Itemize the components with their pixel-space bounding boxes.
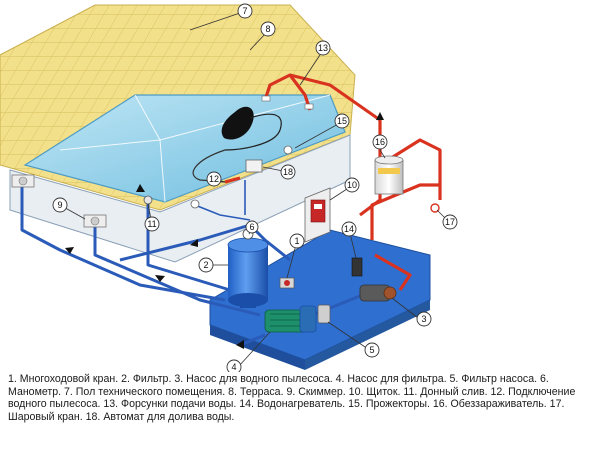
suction-pipe-main — [93, 225, 261, 317]
svg-text:3: 3 — [421, 314, 426, 324]
hot-pipe-pump — [374, 253, 412, 291]
callout-4: 4 — [226, 359, 242, 372]
leader-8 — [249, 32, 267, 51]
hot-pipe-nozzles — [263, 73, 382, 165]
sterilizer — [374, 155, 404, 195]
svg-text:10: 10 — [347, 180, 357, 190]
svg-text:6: 6 — [249, 222, 254, 232]
suction-pipe-skimmer — [20, 185, 226, 302]
svg-text:15: 15 — [337, 116, 347, 126]
svg-text:1: 1 — [294, 236, 299, 246]
callout-3: 3 — [416, 311, 432, 327]
pool-slope-lines — [59, 94, 331, 203]
leader-7 — [189, 12, 241, 31]
water-nozzle-2 — [304, 103, 314, 110]
control-panel — [304, 187, 331, 243]
svg-text:8: 8 — [265, 24, 270, 34]
flow-arrow — [236, 340, 244, 349]
nozzle-supply-pipe — [194, 180, 251, 221]
callout-13: 13 — [315, 40, 331, 56]
floodlight-2 — [190, 199, 200, 209]
pool-vacuum-head — [221, 106, 282, 151]
hot-pipe-vacuum-connect — [224, 176, 241, 184]
callout-10: 10 — [344, 177, 360, 193]
technical-room-floor-side — [305, 300, 430, 370]
svg-text:18: 18 — [283, 167, 293, 177]
svg-text:7: 7 — [242, 6, 247, 16]
svg-text:4: 4 — [231, 362, 236, 372]
callout-12: 12 — [206, 171, 222, 187]
floodlight-1 — [283, 145, 293, 155]
skimmer-left — [11, 174, 35, 188]
water-nozzle-1 — [261, 95, 271, 102]
vacuum-hose — [192, 149, 226, 183]
technical-room-floor-edge — [210, 325, 305, 370]
callout-15: 15 — [334, 113, 350, 129]
pool-water — [23, 94, 346, 203]
svg-text:14: 14 — [344, 224, 354, 234]
callout-2: 2 — [198, 257, 214, 273]
sand-filter — [227, 237, 269, 308]
pool-equipment-diagram: 7 8 13 15 16 17 10 18 12 11 9 14 6 1 2 3… — [0, 3, 458, 372]
leader-16 — [379, 149, 386, 159]
callout-7: 7 — [237, 3, 253, 19]
hot-pipe-sterilizer — [359, 138, 442, 217]
hot-pipe-heater-loop — [370, 183, 442, 240]
flow-arrow — [376, 112, 384, 120]
bottom-drain — [143, 195, 153, 205]
svg-text:13: 13 — [318, 43, 328, 53]
callout-16: 16 — [372, 134, 388, 150]
callout-5: 5 — [364, 342, 380, 358]
skimmer-right — [83, 214, 107, 228]
callout-6: 6 — [245, 220, 259, 234]
callout-9: 9 — [52, 197, 68, 213]
flow-arrow — [190, 239, 198, 247]
svg-text:2: 2 — [203, 260, 208, 270]
svg-text:12: 12 — [209, 174, 219, 184]
svg-text:16: 16 — [375, 137, 385, 147]
filter-pump — [264, 305, 317, 333]
vacuum-pump — [359, 284, 397, 302]
svg-text:11: 11 — [147, 219, 156, 229]
legend-caption: 1. Многоходовой кран. 2. Фильтр. 3. Насо… — [8, 373, 576, 423]
pump-prefilter — [317, 304, 331, 324]
multiport-valve — [279, 277, 295, 289]
callout-8: 8 — [260, 21, 276, 37]
svg-text:5: 5 — [369, 345, 374, 355]
callout-17: 17 — [442, 214, 458, 230]
svg-text:9: 9 — [57, 200, 62, 210]
callout-14: 14 — [341, 221, 357, 237]
water-heater — [351, 257, 363, 277]
callout-1: 1 — [289, 233, 305, 249]
svg-text:17: 17 — [445, 217, 455, 227]
auto-water-topup — [245, 159, 263, 173]
flow-arrow — [65, 247, 74, 254]
leader-5 — [327, 321, 369, 350]
callout-18: 18 — [280, 164, 296, 180]
leader-13 — [299, 51, 323, 86]
leader-4 — [238, 331, 271, 367]
leader-3 — [391, 297, 419, 319]
flow-arrow — [155, 275, 165, 282]
flow-arrow — [136, 184, 145, 192]
leader-15 — [294, 122, 341, 149]
callout-11: 11 — [144, 216, 160, 232]
